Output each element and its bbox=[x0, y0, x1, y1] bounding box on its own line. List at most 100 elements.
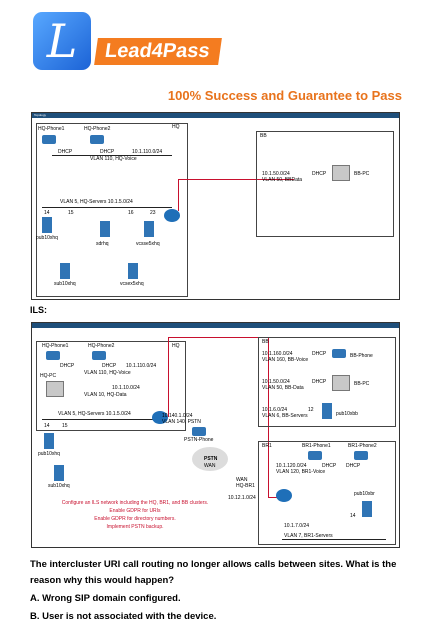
port-label: 15 bbox=[62, 423, 68, 429]
phone-icon bbox=[332, 349, 346, 358]
port-label: 14 bbox=[44, 210, 50, 216]
br1-srv-vlan: VLAN 7, BR1-Servers bbox=[284, 533, 333, 539]
hq-phone1-label: HQ-Phone1 bbox=[42, 343, 69, 349]
port-label: 14 bbox=[350, 513, 356, 519]
port-label: 23 bbox=[150, 210, 156, 216]
logo-letter: L bbox=[46, 14, 78, 68]
pc-icon bbox=[332, 375, 350, 391]
question-text: The intercluster URI call routing no lon… bbox=[30, 559, 397, 586]
sub-label: sub10xhq bbox=[54, 281, 76, 287]
hq-voice-vlan: VLAN 110, HQ-Voice bbox=[90, 156, 137, 162]
sub-label: sub10xhq bbox=[48, 483, 70, 489]
router-icon bbox=[152, 411, 168, 424]
bb-srv-vlan: VLAN 6, BB-Servers bbox=[262, 413, 308, 419]
hq-box bbox=[36, 341, 186, 431]
br1-phone2-label: BR1-Phone2 bbox=[348, 443, 377, 449]
hq-box bbox=[36, 123, 188, 297]
hq-label: HQ bbox=[172, 343, 180, 349]
vlan-line bbox=[42, 419, 162, 420]
port-label: 14 bbox=[44, 423, 50, 429]
pub-label: pub10xhq bbox=[38, 451, 60, 457]
wan-link bbox=[268, 337, 269, 497]
pstn-phone-label: PSTN-Phone bbox=[184, 437, 214, 443]
servers-vlan: VLAN 5, HQ-Servers 10.1.5.0/24 bbox=[58, 411, 131, 417]
instruction-line: Implement PSTN backup. bbox=[106, 524, 164, 530]
phone-icon bbox=[308, 451, 322, 460]
bb-box bbox=[258, 337, 396, 427]
phone-icon bbox=[90, 135, 104, 144]
dhcp-label: DHCP bbox=[312, 379, 327, 385]
option-b[interactable]: B. User is not associated with the devic… bbox=[30, 611, 217, 622]
pub-label: pub10xhq bbox=[36, 235, 58, 241]
wan-link bbox=[168, 337, 268, 338]
server-icon bbox=[44, 433, 54, 449]
vlan-line bbox=[42, 207, 172, 208]
phone-icon bbox=[42, 135, 56, 144]
bb-box bbox=[256, 131, 394, 237]
server-icon bbox=[60, 263, 70, 279]
hq-voice-subnet: 10.1.110.0/24 bbox=[132, 149, 163, 155]
phone-icon bbox=[354, 451, 368, 460]
data-vlan: VLAN 10, HQ-Data bbox=[84, 392, 127, 398]
server-icon bbox=[42, 217, 52, 233]
bb-srv-subnet: 10.1.6.0/24 bbox=[262, 407, 288, 413]
wan-link bbox=[178, 179, 179, 211]
br1-srv-subnet: 10.1.7.0/24 bbox=[284, 523, 310, 529]
bb-pc-label: BB-PC bbox=[354, 171, 370, 177]
ils-diagram: HQ HQ-Phone1 HQ-Phone2 DHCP DHCP 10.1.11… bbox=[31, 322, 400, 548]
voice-subnet: 10.1.110.0/24 bbox=[126, 363, 157, 369]
dhcp-label: DHCP bbox=[312, 351, 327, 357]
dhcp-label: DHCP bbox=[346, 463, 361, 469]
hq-label: HQ bbox=[172, 124, 180, 130]
option-a[interactable]: A. Wrong SIP domain configured. bbox=[30, 593, 181, 604]
wan-subnet: 10.12.1.0/24 bbox=[228, 495, 256, 501]
diagram-title-bar bbox=[32, 113, 399, 118]
dhcp-label: DHCP bbox=[60, 363, 75, 369]
dhcp-label: DHCP bbox=[58, 149, 73, 155]
phone-icon bbox=[46, 351, 60, 360]
server-icon bbox=[128, 263, 138, 279]
bb-dhcp: DHCP bbox=[312, 171, 327, 177]
hq-pc-label: HQ-PC bbox=[40, 373, 57, 379]
diagram-title-bar bbox=[32, 323, 399, 328]
hq-phone2-label: HQ-Phone2 bbox=[84, 126, 111, 132]
br1-label: BR1 bbox=[262, 443, 272, 449]
server-icon bbox=[54, 465, 64, 481]
router-icon bbox=[276, 489, 292, 502]
hq-servers-vlan: VLAN 5, HQ-Servers 10.1.5.0/24 bbox=[60, 199, 133, 205]
wan-router-label: WAN HQ-BR1 bbox=[236, 477, 255, 489]
pstn-cloud-icon bbox=[192, 447, 228, 471]
phone-icon bbox=[92, 351, 106, 360]
pstn-subnet: 10.140.1.0/24 bbox=[162, 413, 193, 419]
bb-vlan: VLAN 50, BBData bbox=[262, 177, 303, 183]
topology-diagram: Topology HQ HQ-Phone1 HQ-Phone2 DHCP DHC… bbox=[31, 112, 400, 300]
server-icon bbox=[322, 403, 332, 419]
pc-icon bbox=[46, 381, 64, 397]
br1-voice-subnet: 10.1.120.0/24 bbox=[276, 463, 307, 469]
vlan-line bbox=[52, 155, 172, 156]
server-icon bbox=[144, 221, 154, 237]
dhcp-label: DHCP bbox=[102, 363, 117, 369]
br1-phone1-label: BR1-Phone1 bbox=[302, 443, 331, 449]
wan-link bbox=[178, 179, 294, 180]
server-icon bbox=[100, 221, 110, 237]
bb-subnet: 10.1.50.0/24 bbox=[262, 171, 290, 177]
wan-cloud-label: WAN bbox=[204, 463, 216, 469]
port-label: 16 bbox=[128, 210, 134, 216]
pc-icon bbox=[332, 165, 350, 181]
br1-voice-vlan: VLAN 120, BR1-Voice bbox=[276, 469, 326, 475]
wan-link bbox=[168, 337, 169, 417]
bb-label: BB bbox=[260, 133, 267, 139]
port-label: 12 bbox=[308, 407, 314, 413]
dhcp-label: DHCP bbox=[100, 149, 115, 155]
br1-box bbox=[258, 441, 396, 545]
lead4pass-logo: L bbox=[33, 12, 91, 70]
bb-pc-label: BB-PC bbox=[354, 381, 370, 387]
bar-text: Topology bbox=[34, 113, 47, 117]
br1-pub-label: pub10xbr bbox=[354, 491, 375, 497]
hq-phone2-label: HQ-Phone2 bbox=[88, 343, 115, 349]
bb-data-vlan: VLAN 50, BB-Data bbox=[262, 385, 304, 391]
port-label: 15 bbox=[68, 210, 74, 216]
bb-pub-label: pub10xbb bbox=[336, 411, 358, 417]
pstn-cloud-label: PSTN bbox=[204, 456, 218, 462]
